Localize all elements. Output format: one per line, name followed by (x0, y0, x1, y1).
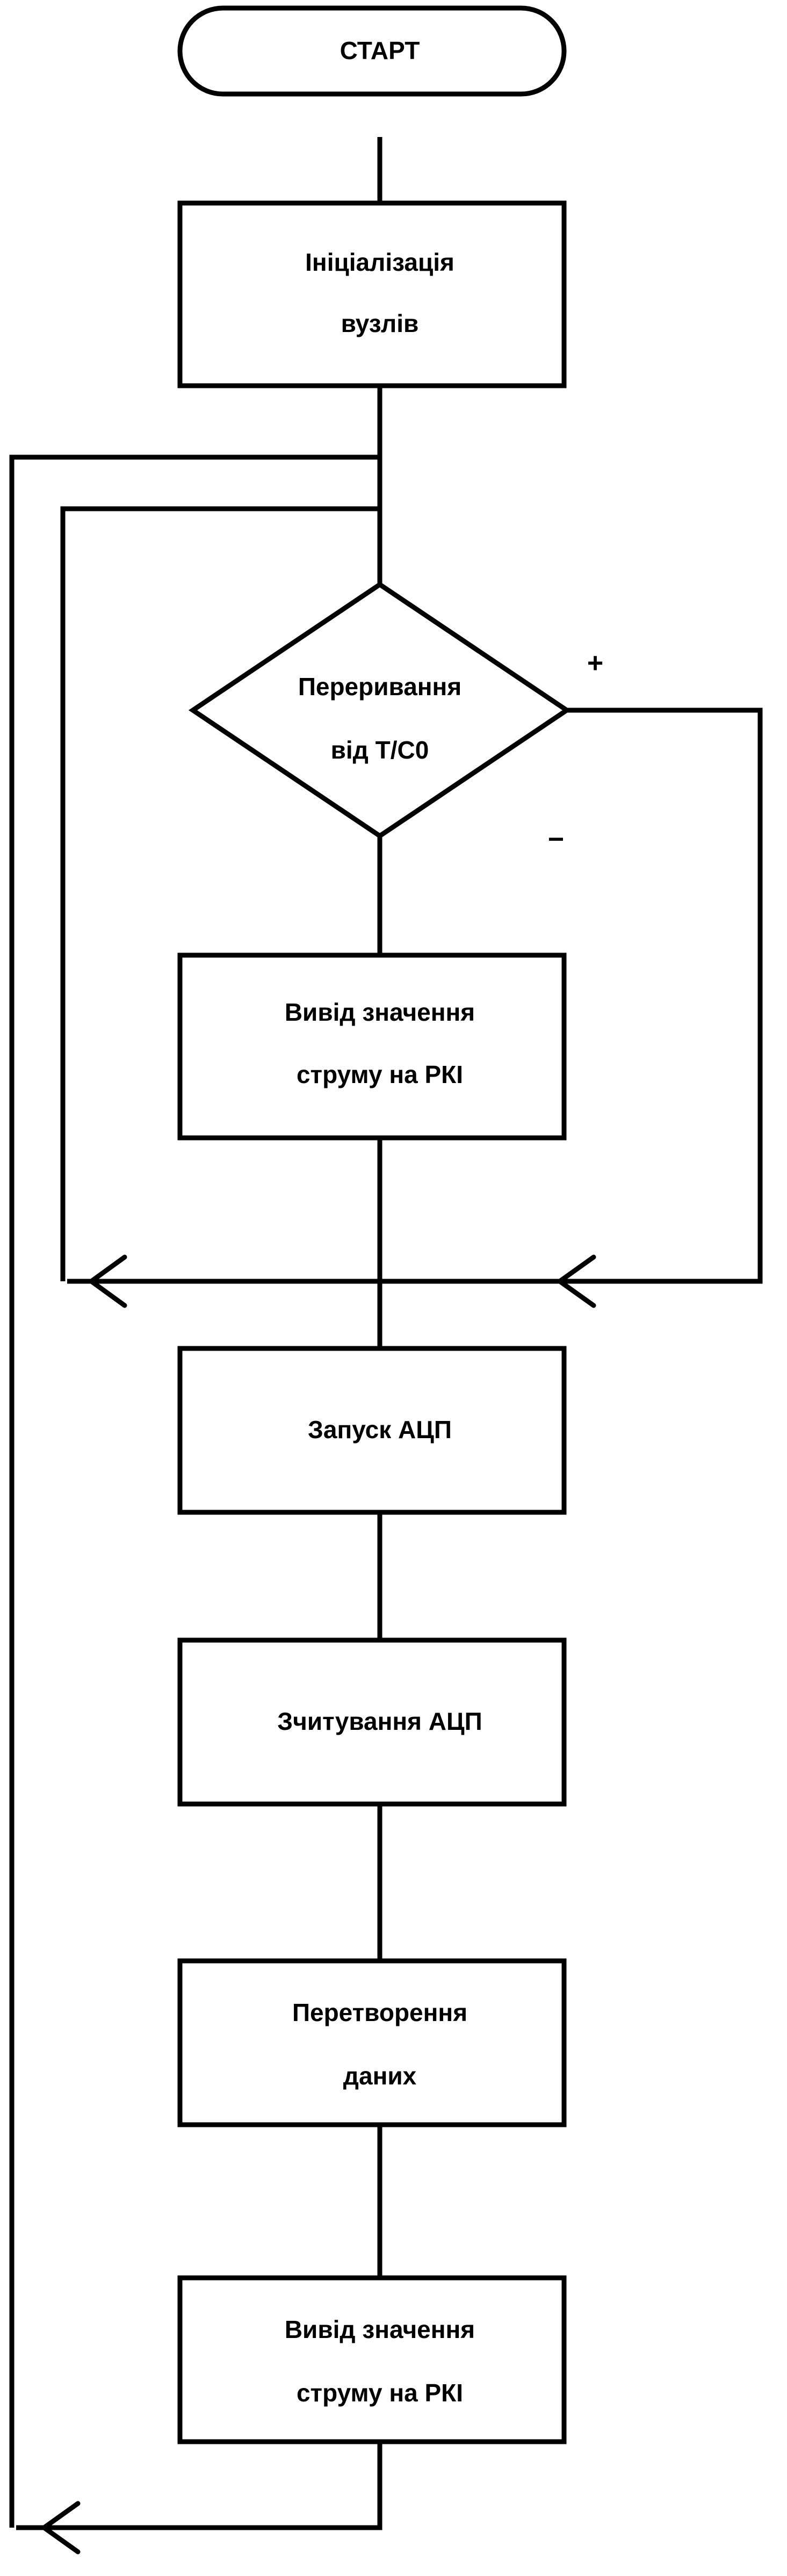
init-process-shape (177, 200, 567, 388)
convert-process-shape (177, 1958, 567, 2127)
adc-read-process-shape (177, 1637, 567, 1807)
start-terminator-shape (177, 5, 567, 97)
branch-label-plus: + (587, 648, 603, 679)
out2-label-line1: Вивід значення (285, 2315, 475, 2343)
adc-read-label-line1: Зчитування АЦП (277, 1707, 482, 1735)
arrowhead-yes-merge-icon (555, 1254, 596, 1308)
node-init[interactable]: Ініціалізація вузлів (177, 200, 567, 388)
node-adc-read[interactable]: Зчитування АЦП (177, 1637, 567, 1807)
node-convert[interactable]: Перетворення даних (177, 1958, 567, 2127)
node-start[interactable]: СТАРТ (177, 5, 567, 97)
node-adc-start[interactable]: Запуск АЦП (177, 1346, 567, 1515)
init-label-line2: вузлів (341, 309, 419, 337)
out2-label-line2: струму на РКІ (297, 2379, 463, 2407)
convert-label-line2: даних (343, 2062, 417, 2090)
out1-label-line1: Вивід значення (285, 998, 475, 1026)
edge-out1-loop-rail (60, 506, 380, 1281)
edge-out1-to-rail (67, 1136, 382, 1284)
branch-label-minus: − (548, 824, 564, 855)
adc-start-label-line1: Запуск АЦП (308, 1416, 452, 1444)
out1-process-shape (177, 953, 567, 1141)
node-decision[interactable]: Переривання від T/C0 (188, 581, 572, 839)
node-out1[interactable]: Вивід значення струму на РКІ (177, 953, 567, 1141)
decision-diamond-shape (188, 581, 572, 839)
edge-out2-to-rail (16, 2441, 382, 2530)
init-label-line1: Ініціалізація (305, 248, 454, 276)
decision-label-line1: Переривання (298, 673, 461, 701)
out2-process-shape (177, 2275, 567, 2444)
start-label: СТАРТ (340, 37, 420, 64)
edge-out2-loop-rail (9, 454, 380, 2528)
node-out2[interactable]: Вивід значення струму на РКІ (177, 2275, 567, 2444)
arrowhead-out2-loop-icon (40, 2501, 81, 2555)
decision-label-line2: від T/C0 (331, 736, 429, 764)
out1-label-line2: струму на РКІ (297, 1060, 463, 1088)
adc-start-process-shape (177, 1346, 567, 1515)
convert-label-line1: Перетворення (292, 1998, 467, 2026)
edge-decision-yes (377, 708, 763, 1347)
arrowhead-out1-loop-icon (87, 1254, 127, 1308)
